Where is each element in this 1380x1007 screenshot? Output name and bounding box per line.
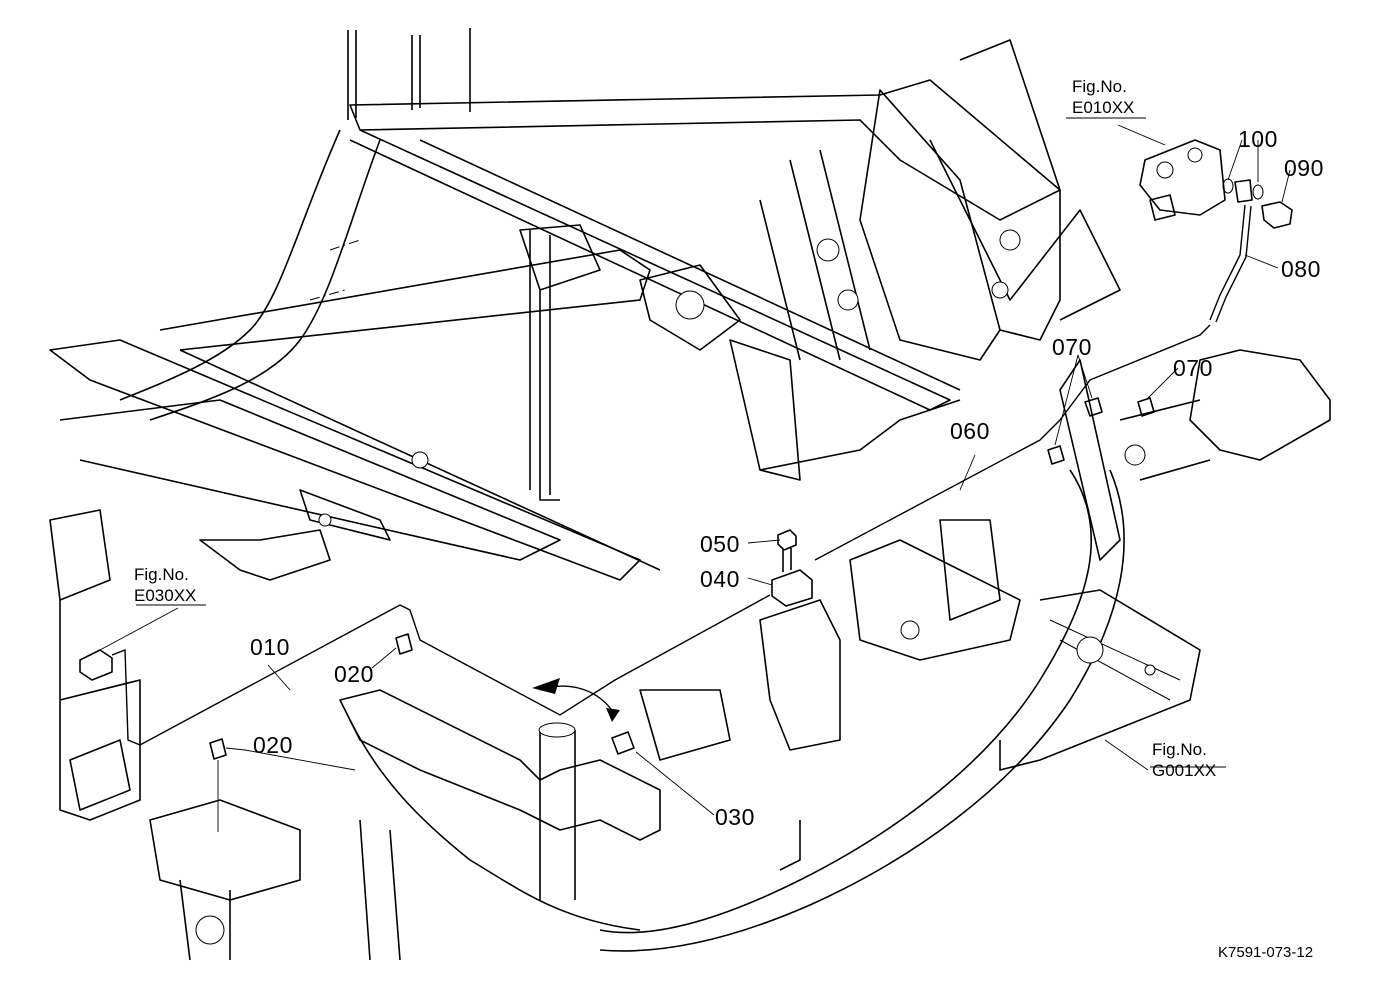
part-label-060: 060 xyxy=(950,418,990,444)
part-label-080: 080 xyxy=(1281,256,1321,282)
part-label-020-upper: 020 xyxy=(334,661,374,687)
fig-ref-g001xx-code: G001XX xyxy=(1152,761,1217,780)
leader-lines xyxy=(99,117,1291,816)
part-label-030: 030 xyxy=(715,804,755,830)
part-label-070-left: 070 xyxy=(1052,334,1092,360)
fig-ref-g001xx-title: Fig.No. xyxy=(1152,740,1207,759)
fig-ref-e030xx-title: Fig.No. xyxy=(134,565,189,584)
part-label-100: 100 xyxy=(1238,126,1278,152)
part-label-070-right: 070 xyxy=(1173,355,1213,381)
part-label-090: 090 xyxy=(1284,155,1324,181)
part-label-040: 040 xyxy=(700,566,740,592)
fig-ref-g001xx: Fig.No. G001XX xyxy=(1152,739,1216,781)
fig-ref-e030xx: Fig.No. E030XX xyxy=(134,564,196,606)
part-label-010: 010 xyxy=(250,634,290,660)
fig-ref-e010xx-code: E010XX xyxy=(1072,98,1135,117)
part-label-020-lower: 020 xyxy=(253,732,293,758)
fig-ref-e030xx-code: E030XX xyxy=(134,586,197,605)
part-label-050: 050 xyxy=(700,531,740,557)
chassis-frame xyxy=(49,28,1331,961)
brake-line-assembly xyxy=(79,139,1293,832)
fig-ref-e010xx: Fig.No. E010XX xyxy=(1072,76,1134,118)
drawing-code: K7591-073-12 xyxy=(1218,944,1314,961)
fig-ref-e010xx-title: Fig.No. xyxy=(1072,77,1127,96)
